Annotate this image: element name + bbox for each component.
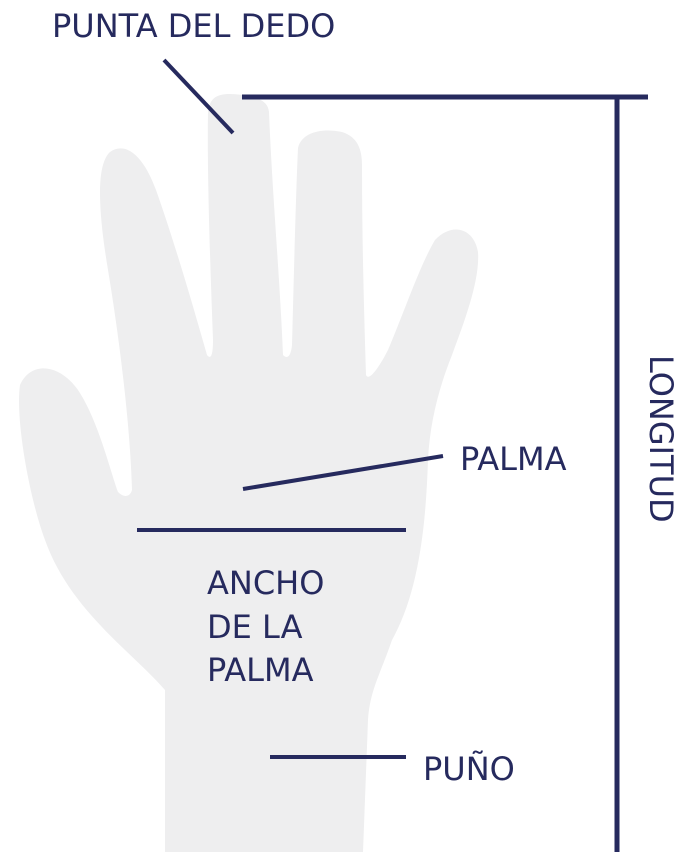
palm-label: PALMA <box>460 440 567 478</box>
fingertip-pointer-line <box>162 58 235 135</box>
palm-width-label-line-1: ANCHO <box>207 564 324 602</box>
palm-width-label-line-3: PALMA <box>207 651 314 689</box>
palm-pointer-line <box>242 454 444 491</box>
fingertip-label: PUNTA DEL DEDO <box>52 7 335 45</box>
wrist-label: PUÑO <box>423 750 515 788</box>
hand-silhouette-icon <box>19 93 479 852</box>
length-label: LONGITUD <box>642 355 680 523</box>
palm-width-label-line-2: DE LA <box>207 608 303 646</box>
